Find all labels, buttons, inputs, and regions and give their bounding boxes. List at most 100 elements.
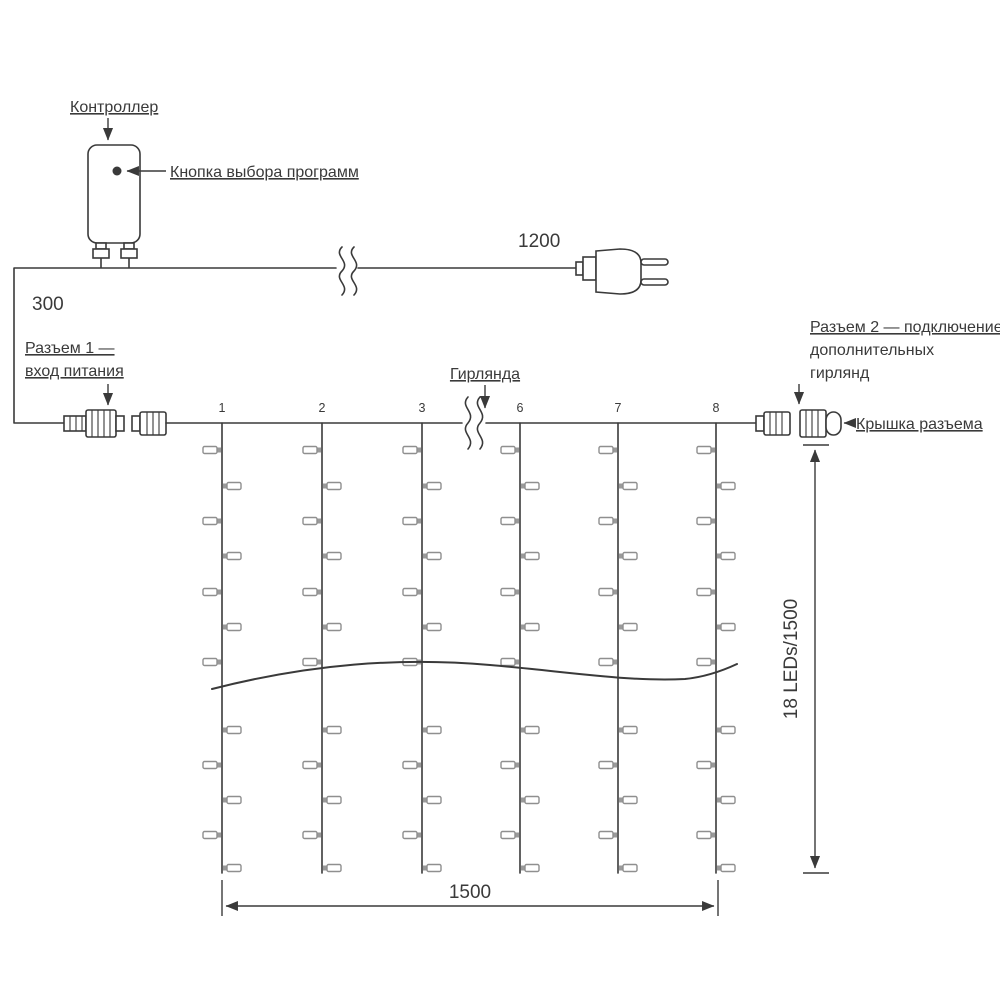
- led-socket: [417, 518, 421, 524]
- led-socket: [711, 762, 715, 768]
- led-socket: [717, 865, 721, 871]
- led-socket: [521, 624, 525, 630]
- program-button-label: Кнопка выбора программ: [170, 164, 359, 181]
- led-lamp: [696, 516, 712, 526]
- connector-cap: [799, 409, 842, 438]
- led-lamp: [696, 830, 712, 840]
- mains-plug-icon: [575, 248, 669, 295]
- led-socket: [317, 447, 321, 453]
- led-lamp: [720, 481, 736, 491]
- led-lamp: [696, 657, 712, 667]
- led-lamp: [202, 445, 218, 455]
- led-lamp: [598, 587, 614, 597]
- led-lamp: [302, 445, 318, 455]
- led-lamp: [202, 657, 218, 667]
- led-socket: [217, 518, 221, 524]
- led-lamp: [500, 587, 516, 597]
- led-lamp: [326, 863, 342, 873]
- connector2-label-line1: Разъем 2 — подключение: [810, 319, 1000, 336]
- led-lamp: [402, 445, 418, 455]
- led-socket: [323, 483, 327, 489]
- led-lamp: [696, 587, 712, 597]
- led-lamp: [500, 760, 516, 770]
- strand: 2: [302, 401, 342, 874]
- strand: 6: [500, 401, 540, 874]
- led-socket: [317, 762, 321, 768]
- led-socket: [317, 518, 321, 524]
- led-lamp: [622, 863, 638, 873]
- led-lamp: [622, 481, 638, 491]
- led-socket: [619, 865, 623, 871]
- led-socket: [323, 727, 327, 733]
- led-lamp: [598, 830, 614, 840]
- led-lamp: [302, 516, 318, 526]
- led-socket: [521, 483, 525, 489]
- led-lamp: [720, 725, 736, 735]
- strand: 7: [598, 401, 638, 874]
- led-socket: [423, 553, 427, 559]
- led-socket: [423, 727, 427, 733]
- connector1-label-line1: Разъем 1 —: [25, 340, 115, 357]
- led-socket: [717, 553, 721, 559]
- led-socket: [521, 553, 525, 559]
- led-lamp: [226, 795, 242, 805]
- led-lamp: [426, 551, 442, 561]
- led-lamp: [426, 863, 442, 873]
- led-socket: [711, 518, 715, 524]
- led-lamp: [402, 830, 418, 840]
- height-dimension-label: 18 LEDs/1500: [781, 599, 802, 719]
- led-lamp: [202, 760, 218, 770]
- connector2-label-line3: гирлянд: [810, 365, 870, 382]
- led-lamp: [326, 551, 342, 561]
- led-lamp: [622, 622, 638, 632]
- led-lamp: [226, 725, 242, 735]
- led-lamp: [622, 551, 638, 561]
- led-lamp: [302, 830, 318, 840]
- connector1-label-line2: вход питания: [25, 363, 124, 380]
- led-lamp: [720, 622, 736, 632]
- led-lamp: [598, 657, 614, 667]
- led-lamp: [326, 725, 342, 735]
- led-lamp: [302, 587, 318, 597]
- led-socket: [613, 659, 617, 665]
- led-socket: [223, 865, 227, 871]
- led-socket: [223, 553, 227, 559]
- connector2-label-line2: дополнительных: [810, 342, 934, 359]
- led-socket: [613, 832, 617, 838]
- connector-1: [63, 409, 167, 438]
- led-lamp: [302, 657, 318, 667]
- led-lamp: [202, 830, 218, 840]
- led-lamp: [696, 760, 712, 770]
- led-socket: [323, 553, 327, 559]
- led-socket: [417, 832, 421, 838]
- curtain-break-wave: [211, 660, 738, 690]
- led-lamp: [524, 622, 540, 632]
- led-lamp: [402, 516, 418, 526]
- led-socket: [317, 589, 321, 595]
- garland-break-icon: [464, 396, 484, 450]
- led-lamp: [598, 760, 614, 770]
- led-lamp: [202, 587, 218, 597]
- led-lamp: [302, 760, 318, 770]
- led-socket: [711, 589, 715, 595]
- led-lamp: [426, 795, 442, 805]
- led-socket: [423, 797, 427, 803]
- led-socket: [619, 797, 623, 803]
- led-lamp: [720, 551, 736, 561]
- led-socket: [223, 797, 227, 803]
- led-lamp: [402, 587, 418, 597]
- led-lamp: [622, 725, 638, 735]
- led-socket: [717, 624, 721, 630]
- led-lamp: [226, 863, 242, 873]
- strand-number: 8: [713, 401, 720, 415]
- controller-box: [87, 144, 141, 259]
- led-socket: [217, 762, 221, 768]
- strand-number: 3: [419, 401, 426, 415]
- led-lamp: [598, 445, 614, 455]
- led-socket: [521, 797, 525, 803]
- width-dimension: 1500: [221, 880, 719, 916]
- led-socket: [613, 762, 617, 768]
- led-socket: [515, 762, 519, 768]
- led-socket: [423, 624, 427, 630]
